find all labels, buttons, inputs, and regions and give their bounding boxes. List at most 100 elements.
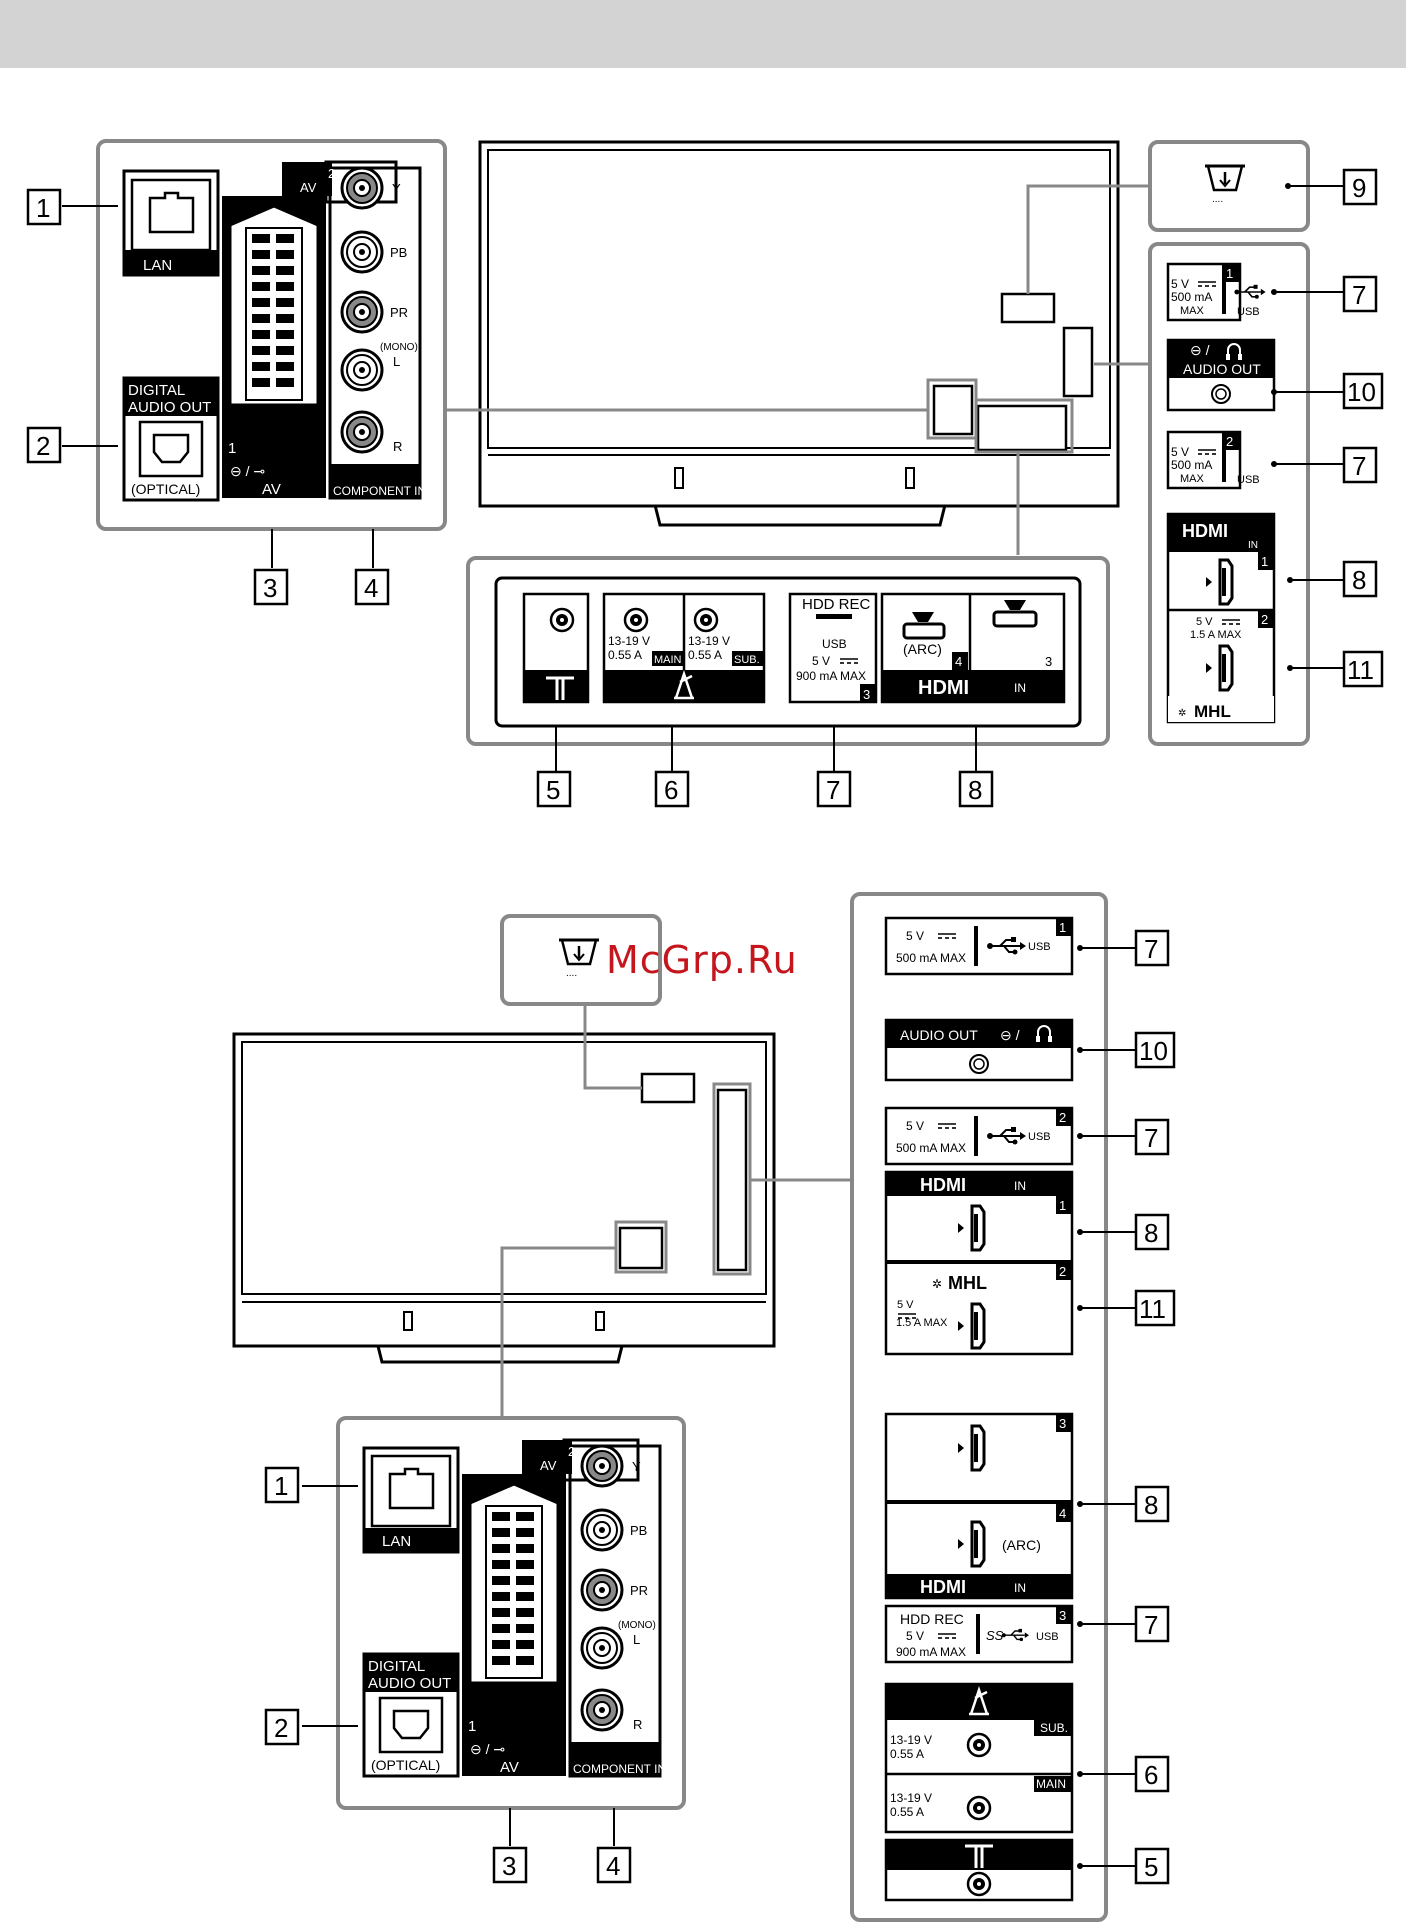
callout-1-top: 1	[26, 188, 62, 226]
svg-text:1.5 A MAX: 1.5 A MAX	[1190, 629, 1242, 641]
callout-1-bottom: 1	[264, 1466, 300, 1504]
callout-8-top-bottom: 8	[958, 770, 994, 808]
svg-text:1: 1	[1059, 920, 1066, 935]
svg-text:1: 1	[274, 1471, 288, 1501]
svg-text:8: 8	[1144, 1490, 1158, 1520]
svg-text:8: 8	[1144, 1218, 1158, 1248]
sat-sub-voltage: 13-19 V	[688, 634, 730, 648]
svg-text:IN: IN	[1248, 540, 1258, 551]
top-panel-9: ....	[1148, 140, 1344, 232]
svg-text:3: 3	[1059, 1416, 1066, 1431]
svg-text:2: 2	[1261, 612, 1268, 627]
svg-text:HDMI: HDMI	[920, 1577, 966, 1597]
svg-text:5 V: 5 V	[906, 1629, 924, 1643]
svg-text:MAIN: MAIN	[1036, 1777, 1066, 1791]
pb-label: PB	[390, 245, 407, 260]
optical-label: (OPTICAL)	[131, 481, 200, 497]
svg-text:IN: IN	[1014, 1179, 1026, 1193]
svg-text:5 V: 5 V	[906, 1119, 924, 1133]
callout-7-bottom-usb2: 7	[1134, 1118, 1170, 1156]
svg-text:⊖ /: ⊖ /	[1000, 1027, 1020, 1043]
callout-10-bottom: 10	[1134, 1031, 1176, 1069]
svg-text:4: 4	[606, 1851, 620, 1881]
svg-text:10: 10	[1139, 1036, 1168, 1066]
callout-7-top-usb2: 7	[1342, 446, 1378, 484]
svg-text:⊖ / ⊸: ⊖ / ⊸	[470, 1741, 505, 1757]
usb3-voltage: 5 V	[812, 654, 830, 668]
svg-text:USB: USB	[1237, 474, 1260, 486]
component-in-ports: AV 2 Y PB PR (MONO) L R COMPONENT IN	[282, 160, 426, 500]
svg-text:3: 3	[263, 573, 277, 603]
svg-text:5 V: 5 V	[1196, 616, 1213, 628]
scart-av1-port: 1 AV ⊖ / ⊸	[222, 196, 326, 498]
svg-text:2: 2	[568, 1444, 575, 1459]
svg-text:IN: IN	[1014, 1581, 1026, 1595]
svg-text:IN: IN	[1014, 681, 1026, 695]
svg-text:Y: Y	[632, 1459, 641, 1474]
callout-3-top: 3	[253, 568, 289, 606]
svg-text:COMPONENT IN: COMPONENT IN	[573, 1762, 666, 1776]
svg-text:0.55 A: 0.55 A	[890, 1747, 924, 1761]
svg-text:13-19 V: 13-19 V	[890, 1791, 932, 1805]
svg-text:5: 5	[1144, 1852, 1158, 1882]
mono-label: (MONO)	[380, 342, 418, 353]
svg-text:2: 2	[1226, 434, 1233, 449]
callout-4-bottom: 4	[596, 1846, 632, 1884]
svg-text:5 V: 5 V	[906, 929, 924, 943]
callout-6-bottom: 6	[1134, 1755, 1170, 1793]
svg-text:8: 8	[1352, 565, 1366, 595]
bottom-panel-9: ....	[500, 914, 662, 1006]
svg-text:MAX: MAX	[1180, 473, 1205, 485]
svg-text:1: 1	[468, 1718, 476, 1735]
svg-text:2: 2	[1059, 1264, 1066, 1279]
svg-text:HDD REC: HDD REC	[900, 1611, 964, 1627]
top-left-connector-panel: LAN DIGITAL AUDIO OUT (OPTICAL) 1 AV ⊖ /…	[96, 139, 447, 531]
usb3-current: 900 mA MAX	[796, 669, 866, 683]
svg-text:9: 9	[1352, 173, 1366, 203]
svg-text:5 V: 5 V	[897, 1299, 914, 1311]
svg-text:AUDIO OUT: AUDIO OUT	[368, 1675, 451, 1692]
svg-text:3: 3	[1045, 654, 1052, 669]
digital-label: DIGITAL	[128, 382, 185, 399]
svg-text:....: ....	[566, 968, 577, 979]
lan-label: LAN	[143, 257, 172, 274]
svg-text:✲: ✲	[1178, 708, 1186, 719]
av2-number: 2	[328, 166, 335, 181]
callout-9: 9	[1342, 168, 1378, 206]
svg-text:(ARC): (ARC)	[1002, 1537, 1041, 1553]
callout-6-top: 6	[654, 770, 690, 808]
svg-text:7: 7	[1144, 1123, 1158, 1153]
callout-8-bottom-hdmi34: 8	[1134, 1485, 1170, 1523]
callout-7-bottom-usb1: 7	[1134, 929, 1170, 967]
svg-text:2: 2	[36, 431, 50, 461]
svg-text:L: L	[633, 1632, 640, 1647]
svg-text:(OPTICAL): (OPTICAL)	[371, 1757, 440, 1773]
top-side-connector-panel: 5 V 500 mA MAX USB 1 ⊖ / AUDIO OUT 5 V 5…	[1148, 242, 1310, 746]
svg-text:11: 11	[1347, 655, 1374, 685]
digital-audio-out-port: DIGITAL AUDIO OUT (OPTICAL)	[122, 376, 220, 502]
svg-text:900 mA MAX: 900 mA MAX	[896, 1645, 966, 1659]
svg-text:4: 4	[364, 573, 378, 603]
sat-main-current: 0.55 A	[608, 648, 642, 662]
callout-5-top: 5	[536, 770, 572, 808]
svg-text:PB: PB	[630, 1523, 647, 1538]
svg-text:10: 10	[1347, 377, 1376, 407]
callout-7-top-bottom: 7	[816, 770, 852, 808]
svg-text:0.55 A: 0.55 A	[890, 1805, 924, 1819]
svg-text:MAX: MAX	[1180, 305, 1205, 317]
svg-text:⊖ /: ⊖ /	[1190, 342, 1210, 358]
arc-label: (ARC)	[903, 641, 942, 657]
svg-text:AV: AV	[500, 1759, 519, 1776]
svg-text:....: ....	[1212, 194, 1223, 205]
callout-10-top: 10	[1342, 372, 1384, 410]
svg-text:7: 7	[1144, 1610, 1158, 1640]
bottom-right-connector-column: 5 V 500 mA MAX USB 1 AUDIO OUT ⊖ / 5 V 5…	[850, 892, 1108, 1922]
svg-text:13-19 V: 13-19 V	[890, 1733, 932, 1747]
svg-text:1: 1	[36, 193, 50, 223]
svg-text:MHL: MHL	[1194, 702, 1231, 721]
svg-text:7: 7	[1352, 451, 1366, 481]
svg-text:(MONO): (MONO)	[618, 1620, 656, 1631]
sat-main-label: MAIN	[654, 654, 682, 666]
svg-text:3: 3	[502, 1851, 516, 1881]
sat-sub-label: SUB.	[734, 654, 760, 666]
